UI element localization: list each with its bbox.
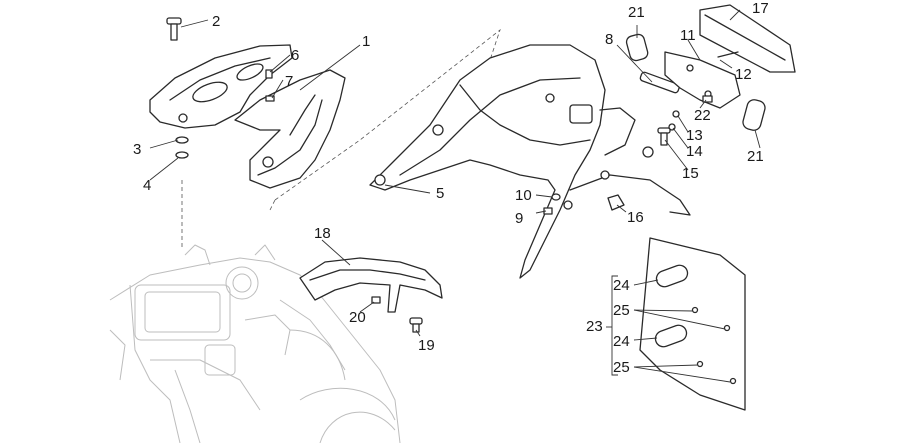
screw-part-6	[265, 69, 273, 79]
callout-24-bottom: 24	[613, 333, 630, 350]
nut-part-22	[702, 95, 713, 103]
callout-18: 18	[314, 225, 331, 242]
callout-3: 3	[133, 141, 141, 158]
nut-part-20	[371, 296, 381, 304]
callout-23: 23	[586, 318, 603, 335]
callout-4: 4	[143, 177, 151, 194]
bolt-part-2	[166, 17, 182, 41]
connector-part-16	[607, 194, 625, 211]
callout-25-bottom: 25	[613, 359, 630, 376]
screw-part-12	[717, 51, 739, 58]
leader-lines	[149, 9, 761, 383]
washers-part-3-4	[175, 136, 189, 159]
callout-15: 15	[682, 165, 699, 182]
mud-flap-part-23	[639, 237, 746, 411]
rear-carrier-frame	[234, 69, 346, 189]
callout-1: 1	[362, 33, 370, 50]
callout-labels: 1 2 3 4 5 6 7 8 9 10 11 12 13 14 15 16 1…	[133, 0, 769, 376]
nut-part-10	[551, 193, 561, 201]
rear-mudguard	[369, 44, 691, 279]
callout-6: 6	[291, 47, 299, 64]
callout-10: 10	[515, 187, 532, 204]
plate-holder-part-17	[699, 4, 796, 73]
callout-5: 5	[436, 185, 444, 202]
callout-11: 11	[680, 27, 696, 44]
callout-21-right: 21	[747, 148, 764, 165]
scooter-frame-ghost	[109, 244, 401, 443]
grab-handle	[149, 44, 293, 129]
callout-16: 16	[627, 209, 644, 226]
callout-2: 2	[212, 13, 220, 30]
bolt-part-15	[657, 127, 671, 146]
callout-9: 9	[515, 210, 523, 227]
bracket-part-8	[639, 71, 680, 94]
callout-22: 22	[694, 107, 711, 124]
nut-part-7	[265, 95, 275, 102]
callout-7: 7	[285, 73, 293, 90]
bolt-part-19	[409, 317, 423, 333]
callout-20: 20	[349, 309, 366, 326]
callout-12: 12	[735, 66, 752, 83]
reflector-part-21-top	[625, 33, 649, 62]
alignment-lines	[181, 28, 501, 250]
callout-25-top: 25	[613, 302, 630, 319]
bush-part-13	[672, 110, 680, 118]
callout-19: 19	[418, 337, 435, 354]
callout-8: 8	[605, 31, 613, 48]
bracket-part-18	[299, 257, 443, 313]
callout-21-top: 21	[628, 4, 645, 21]
callout-13: 13	[686, 127, 703, 144]
callout-17: 17	[752, 0, 769, 17]
callout-24-top: 24	[613, 277, 630, 294]
callout-14: 14	[686, 143, 703, 160]
reflector-part-21-right	[742, 99, 766, 131]
